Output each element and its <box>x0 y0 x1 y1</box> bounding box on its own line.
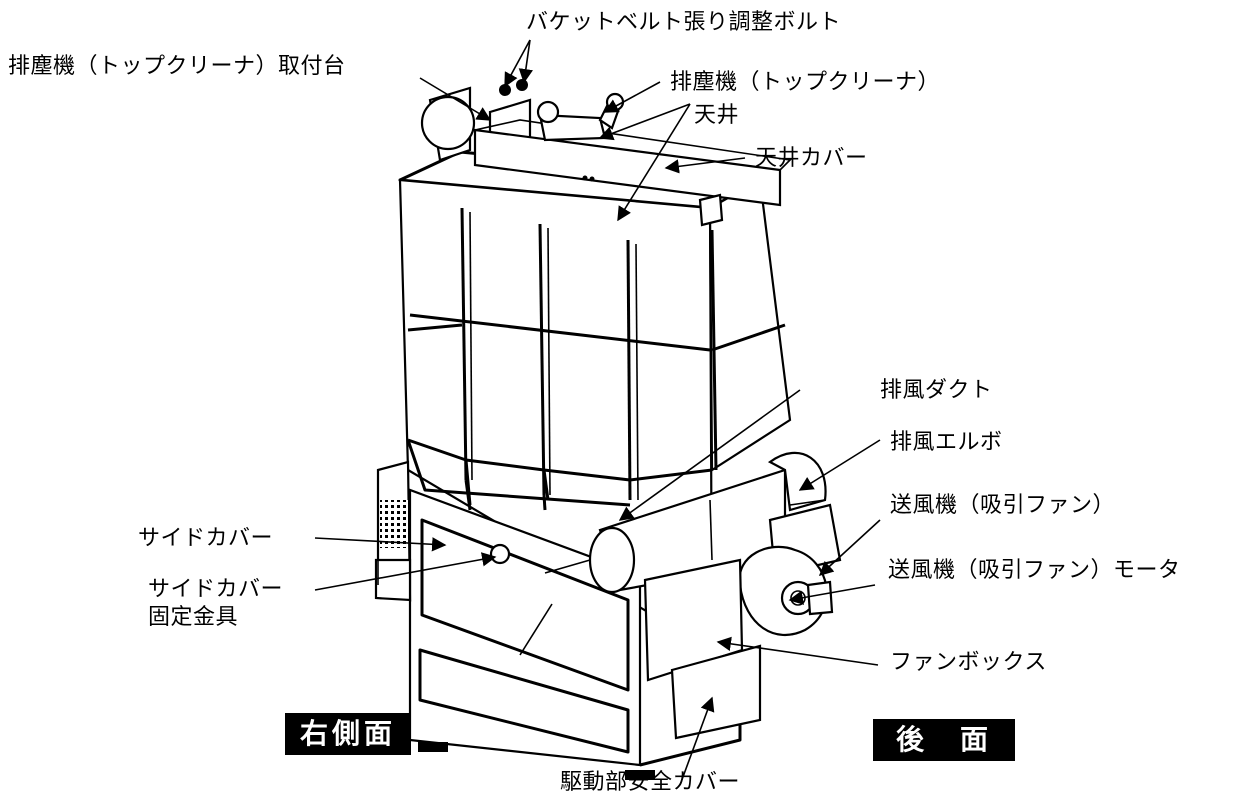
label-side-cover-bracket-2: 固定金具 <box>148 605 239 630</box>
label-ceiling: 天井 <box>694 103 740 128</box>
label-blower-motor: 送風機（吸引ファン）モータ <box>888 558 1181 583</box>
label-ceiling-cover: 天井カバー <box>755 146 868 171</box>
label-side-cover-bracket-1: サイドカバー <box>148 577 284 602</box>
badge-right-side: 右側面 <box>285 713 411 755</box>
side-cover <box>374 460 412 602</box>
base-frame <box>408 488 742 780</box>
label-exhaust-duct: 排風ダクト <box>880 378 993 403</box>
leader-lines <box>314 39 881 786</box>
label-drive-safety-cover: 駆動部安全カバー <box>560 770 741 795</box>
label-top-cleaner-mount: 排塵機（トップクリーナ）取付台 <box>8 54 346 79</box>
blower <box>738 503 842 636</box>
side-cover-bracket <box>489 543 511 565</box>
label-exhaust-elbow: 排風エルボ <box>890 430 1003 455</box>
top-cleaner <box>420 79 792 227</box>
label-top-cleaner: 排塵機（トップクリーナ） <box>670 70 941 95</box>
drive-safety-cover <box>670 644 762 740</box>
label-side-cover: サイドカバー <box>138 526 274 551</box>
label-bucket-belt-bolt: バケットベルト張り調整ボルト <box>526 10 842 35</box>
label-fan-box: ファンボックス <box>890 650 1047 675</box>
label-blower: 送風機（吸引ファン） <box>890 493 1116 518</box>
badge-rear: 後 面 <box>873 719 1015 761</box>
exhaust-elbow <box>767 451 827 512</box>
